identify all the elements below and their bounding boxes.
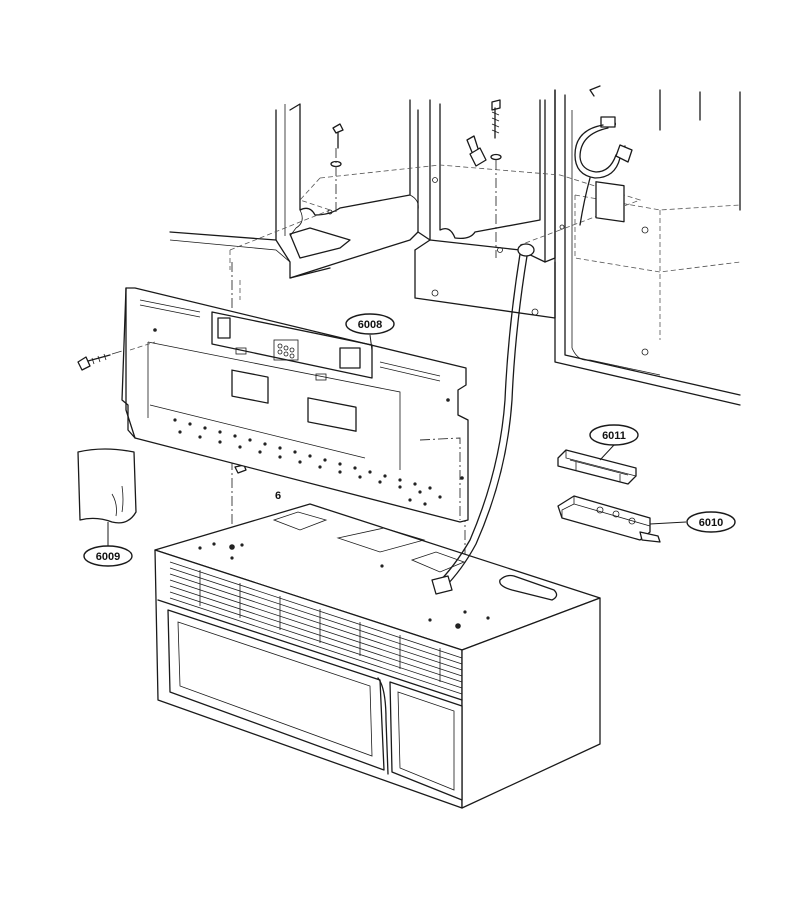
mounting-template [77,448,137,524]
callout-6011-label: 6011 [602,430,626,442]
callout-6008-label: 6008 [358,319,382,331]
callout-6009: 6009 [83,522,133,567]
plate-hole-row [173,418,442,506]
flexible-conduit [431,243,535,595]
callout-6008: 6008 [345,313,395,351]
wall-outlet [589,85,625,223]
callout-6010-label: 6010 [699,517,723,529]
mounting-plate [121,280,469,523]
microwave-oven [154,503,601,809]
plate-vent-grille [273,339,299,361]
callout-6010: 6010 [649,511,736,533]
callout-6011: 6011 [589,424,639,461]
callout-6009-label: 6009 [96,551,120,563]
power-cord [574,124,633,226]
front-vent-grille [169,561,463,695]
upper-cabinets [169,89,741,406]
damper-bracket [557,495,661,543]
damper-cover [557,449,637,485]
callout-6-label: 6 [275,490,281,502]
